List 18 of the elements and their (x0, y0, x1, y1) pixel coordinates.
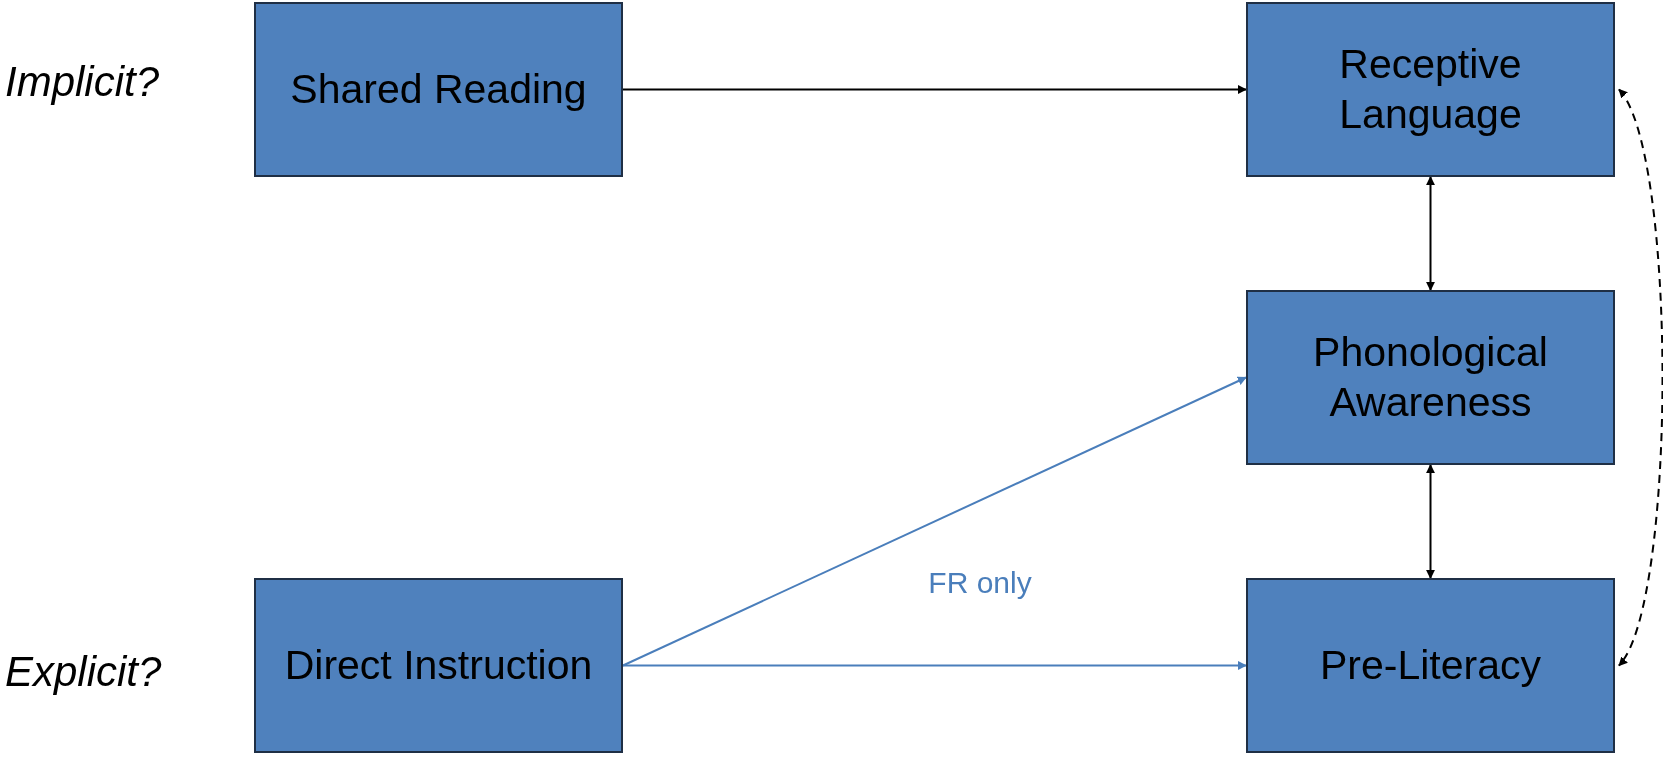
box-label: Direct Instruction (284, 640, 593, 690)
arrow (622, 661, 1247, 670)
side-label: Implicit? (5, 58, 160, 106)
box-label: Pre-Literacy (1320, 640, 1541, 690)
arrow (1426, 464, 1435, 579)
side-label: Explicit? (5, 648, 162, 696)
process-box (1246, 578, 1615, 753)
arrow (622, 376, 1247, 667)
arrow (622, 85, 1247, 94)
process-box (1246, 290, 1615, 465)
box-label: Phonological Awareness (1312, 328, 1549, 427)
dashed-arrow (1618, 88, 1663, 667)
process-box (254, 2, 623, 177)
box-label: Shared Reading (290, 64, 587, 114)
arrow (1426, 176, 1435, 291)
box-label: Receptive Language (1338, 40, 1523, 139)
process-box (254, 578, 623, 753)
process-box (1246, 2, 1615, 177)
